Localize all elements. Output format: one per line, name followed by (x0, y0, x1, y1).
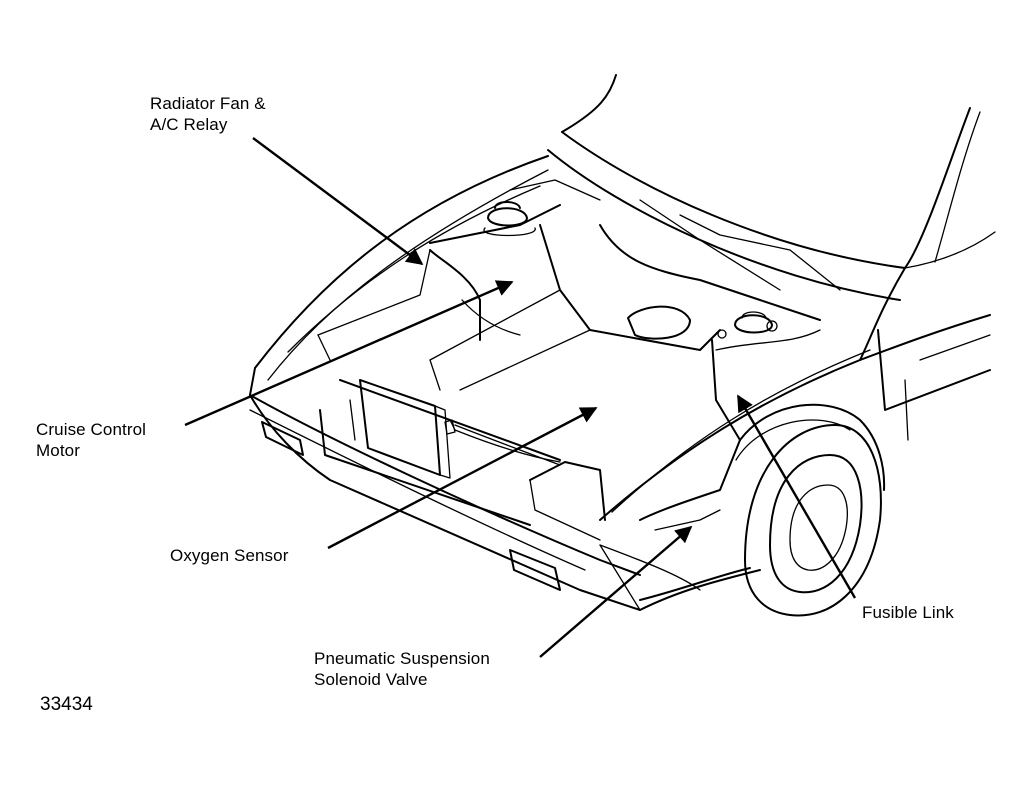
label-radiator-fan-relay-line1: Radiator Fan & (150, 94, 266, 113)
label-oxygen-sensor-line1: Oxygen Sensor (170, 546, 289, 565)
label-radiator-fan-relay-line2: A/C Relay (150, 115, 228, 134)
label-oxygen-sensor: Oxygen Sensor (170, 545, 288, 566)
label-fusible-link-line1: Fusible Link (862, 603, 954, 622)
arrow-oxygen-sensor (327, 406, 598, 550)
arrow-fusible-link (736, 394, 857, 599)
engine-bay-interior (317, 179, 841, 541)
label-pneumatic-suspension-valve-line2: Solenoid Valve (314, 670, 428, 689)
label-cruise-control-motor-line1: Cruise Control (36, 420, 147, 439)
arrow-pneumatic-suspension-valve (539, 525, 693, 658)
figure-number: 33434 (40, 694, 93, 715)
front-wheel (735, 403, 886, 617)
hood-outline (547, 74, 996, 301)
label-fusible-link: Fusible Link (862, 602, 954, 623)
car-body-outline (249, 155, 991, 611)
label-cruise-control-motor: Cruise Control Motor (36, 419, 146, 461)
label-pneumatic-suspension-valve-line1: Pneumatic Suspension (314, 649, 490, 668)
fender-lower (599, 439, 751, 601)
label-radiator-fan-relay: Radiator Fan & A/C Relay (150, 93, 266, 135)
label-cruise-control-motor-line2: Motor (36, 441, 80, 460)
callout-arrows (184, 137, 857, 658)
label-pneumatic-suspension-valve: Pneumatic Suspension Solenoid Valve (314, 648, 490, 690)
arrow-cruise-control-motor (184, 280, 514, 427)
arrow-radiator-fan-relay (252, 137, 424, 266)
